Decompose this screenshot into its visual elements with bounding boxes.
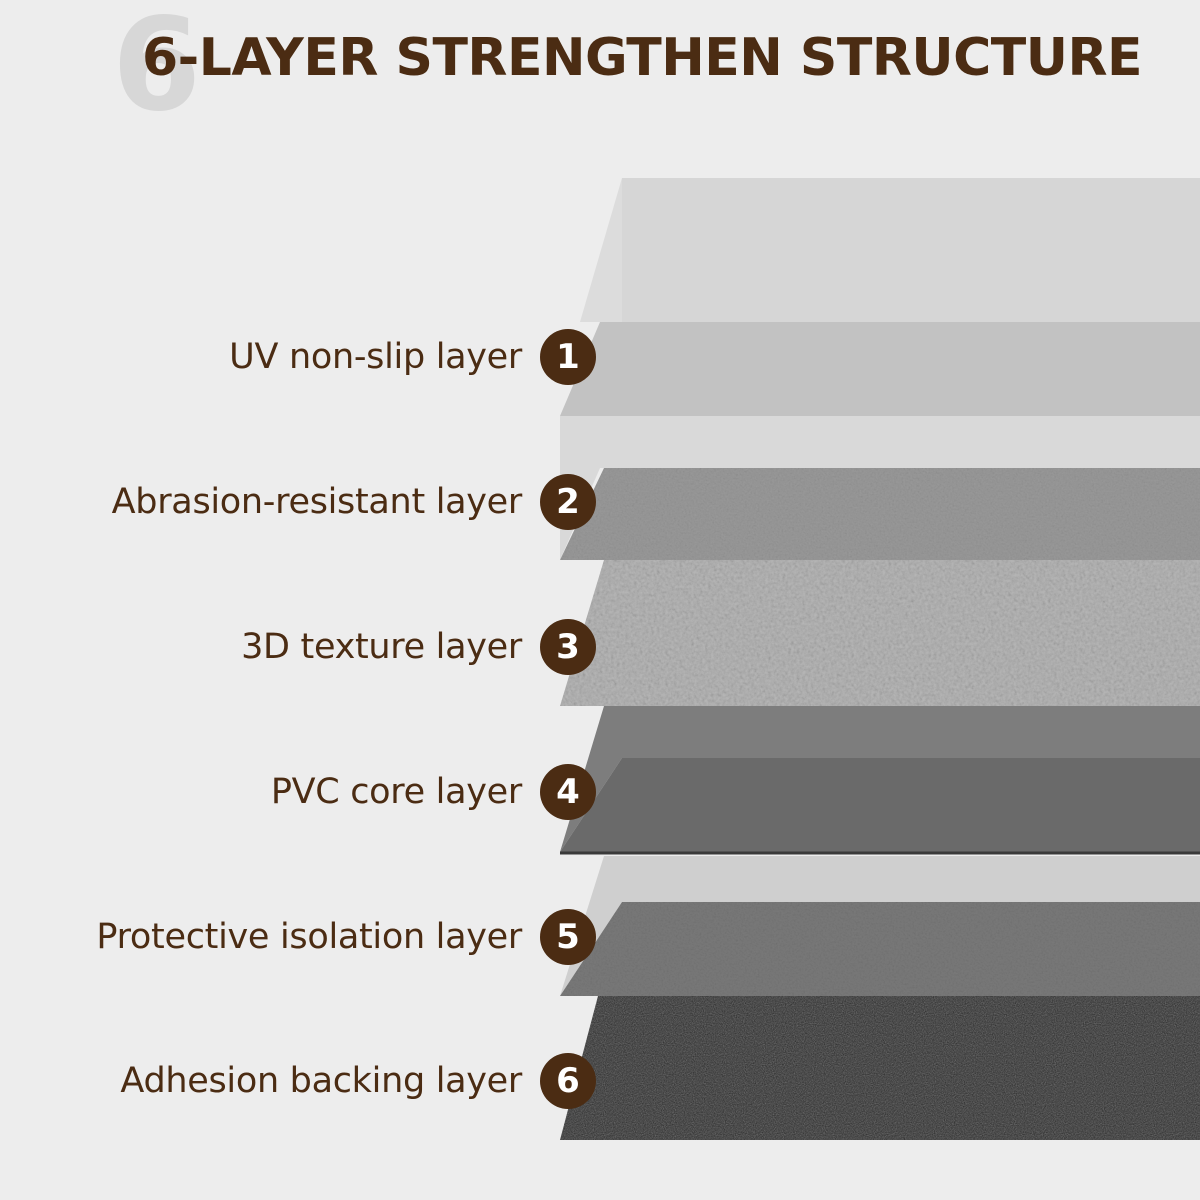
layer-2-sheet bbox=[560, 416, 1200, 560]
layer-3-label-row: 3D texture layer 3 bbox=[241, 617, 596, 677]
layer-5-sheet bbox=[560, 856, 1200, 996]
layer-5-number-badge: 5 bbox=[540, 909, 596, 965]
layer-6-label-row: Adhesion backing layer 6 bbox=[120, 1051, 596, 1111]
layer-5-label: Protective isolation layer bbox=[96, 917, 522, 957]
layer-3-label: 3D texture layer bbox=[241, 627, 522, 667]
layer-4-sheet bbox=[560, 706, 1200, 855]
layer-4-label-row: PVC core layer 4 bbox=[271, 762, 596, 822]
layer-2-number-badge: 2 bbox=[540, 474, 596, 530]
layer-3-sheet bbox=[560, 560, 1200, 706]
layer-5-label-row: Protective isolation layer 5 bbox=[96, 907, 596, 967]
layer-1-label-row: UV non-slip layer 1 bbox=[229, 327, 596, 387]
layer-1-label: UV non-slip layer bbox=[229, 337, 522, 377]
layer-6-number-badge: 6 bbox=[540, 1053, 596, 1109]
layer-6-label: Adhesion backing layer bbox=[120, 1061, 522, 1101]
layer-6-sheet bbox=[560, 996, 1200, 1140]
layer-2-label-row: Abrasion-resistant layer 2 bbox=[112, 472, 596, 532]
title-background-digit: 6 bbox=[112, 0, 201, 140]
layer-4-number-badge: 4 bbox=[540, 764, 596, 820]
layer-1-number-badge: 1 bbox=[540, 329, 596, 385]
layer-4-label: PVC core layer bbox=[270, 772, 522, 812]
layer-3-number-badge: 3 bbox=[540, 619, 596, 675]
layer-2-label: Abrasion-resistant layer bbox=[111, 482, 523, 522]
page-title: 6-LAYER STRENGTHEN STRUCTURE bbox=[142, 28, 1143, 88]
layer-1-sheet bbox=[560, 178, 1200, 416]
